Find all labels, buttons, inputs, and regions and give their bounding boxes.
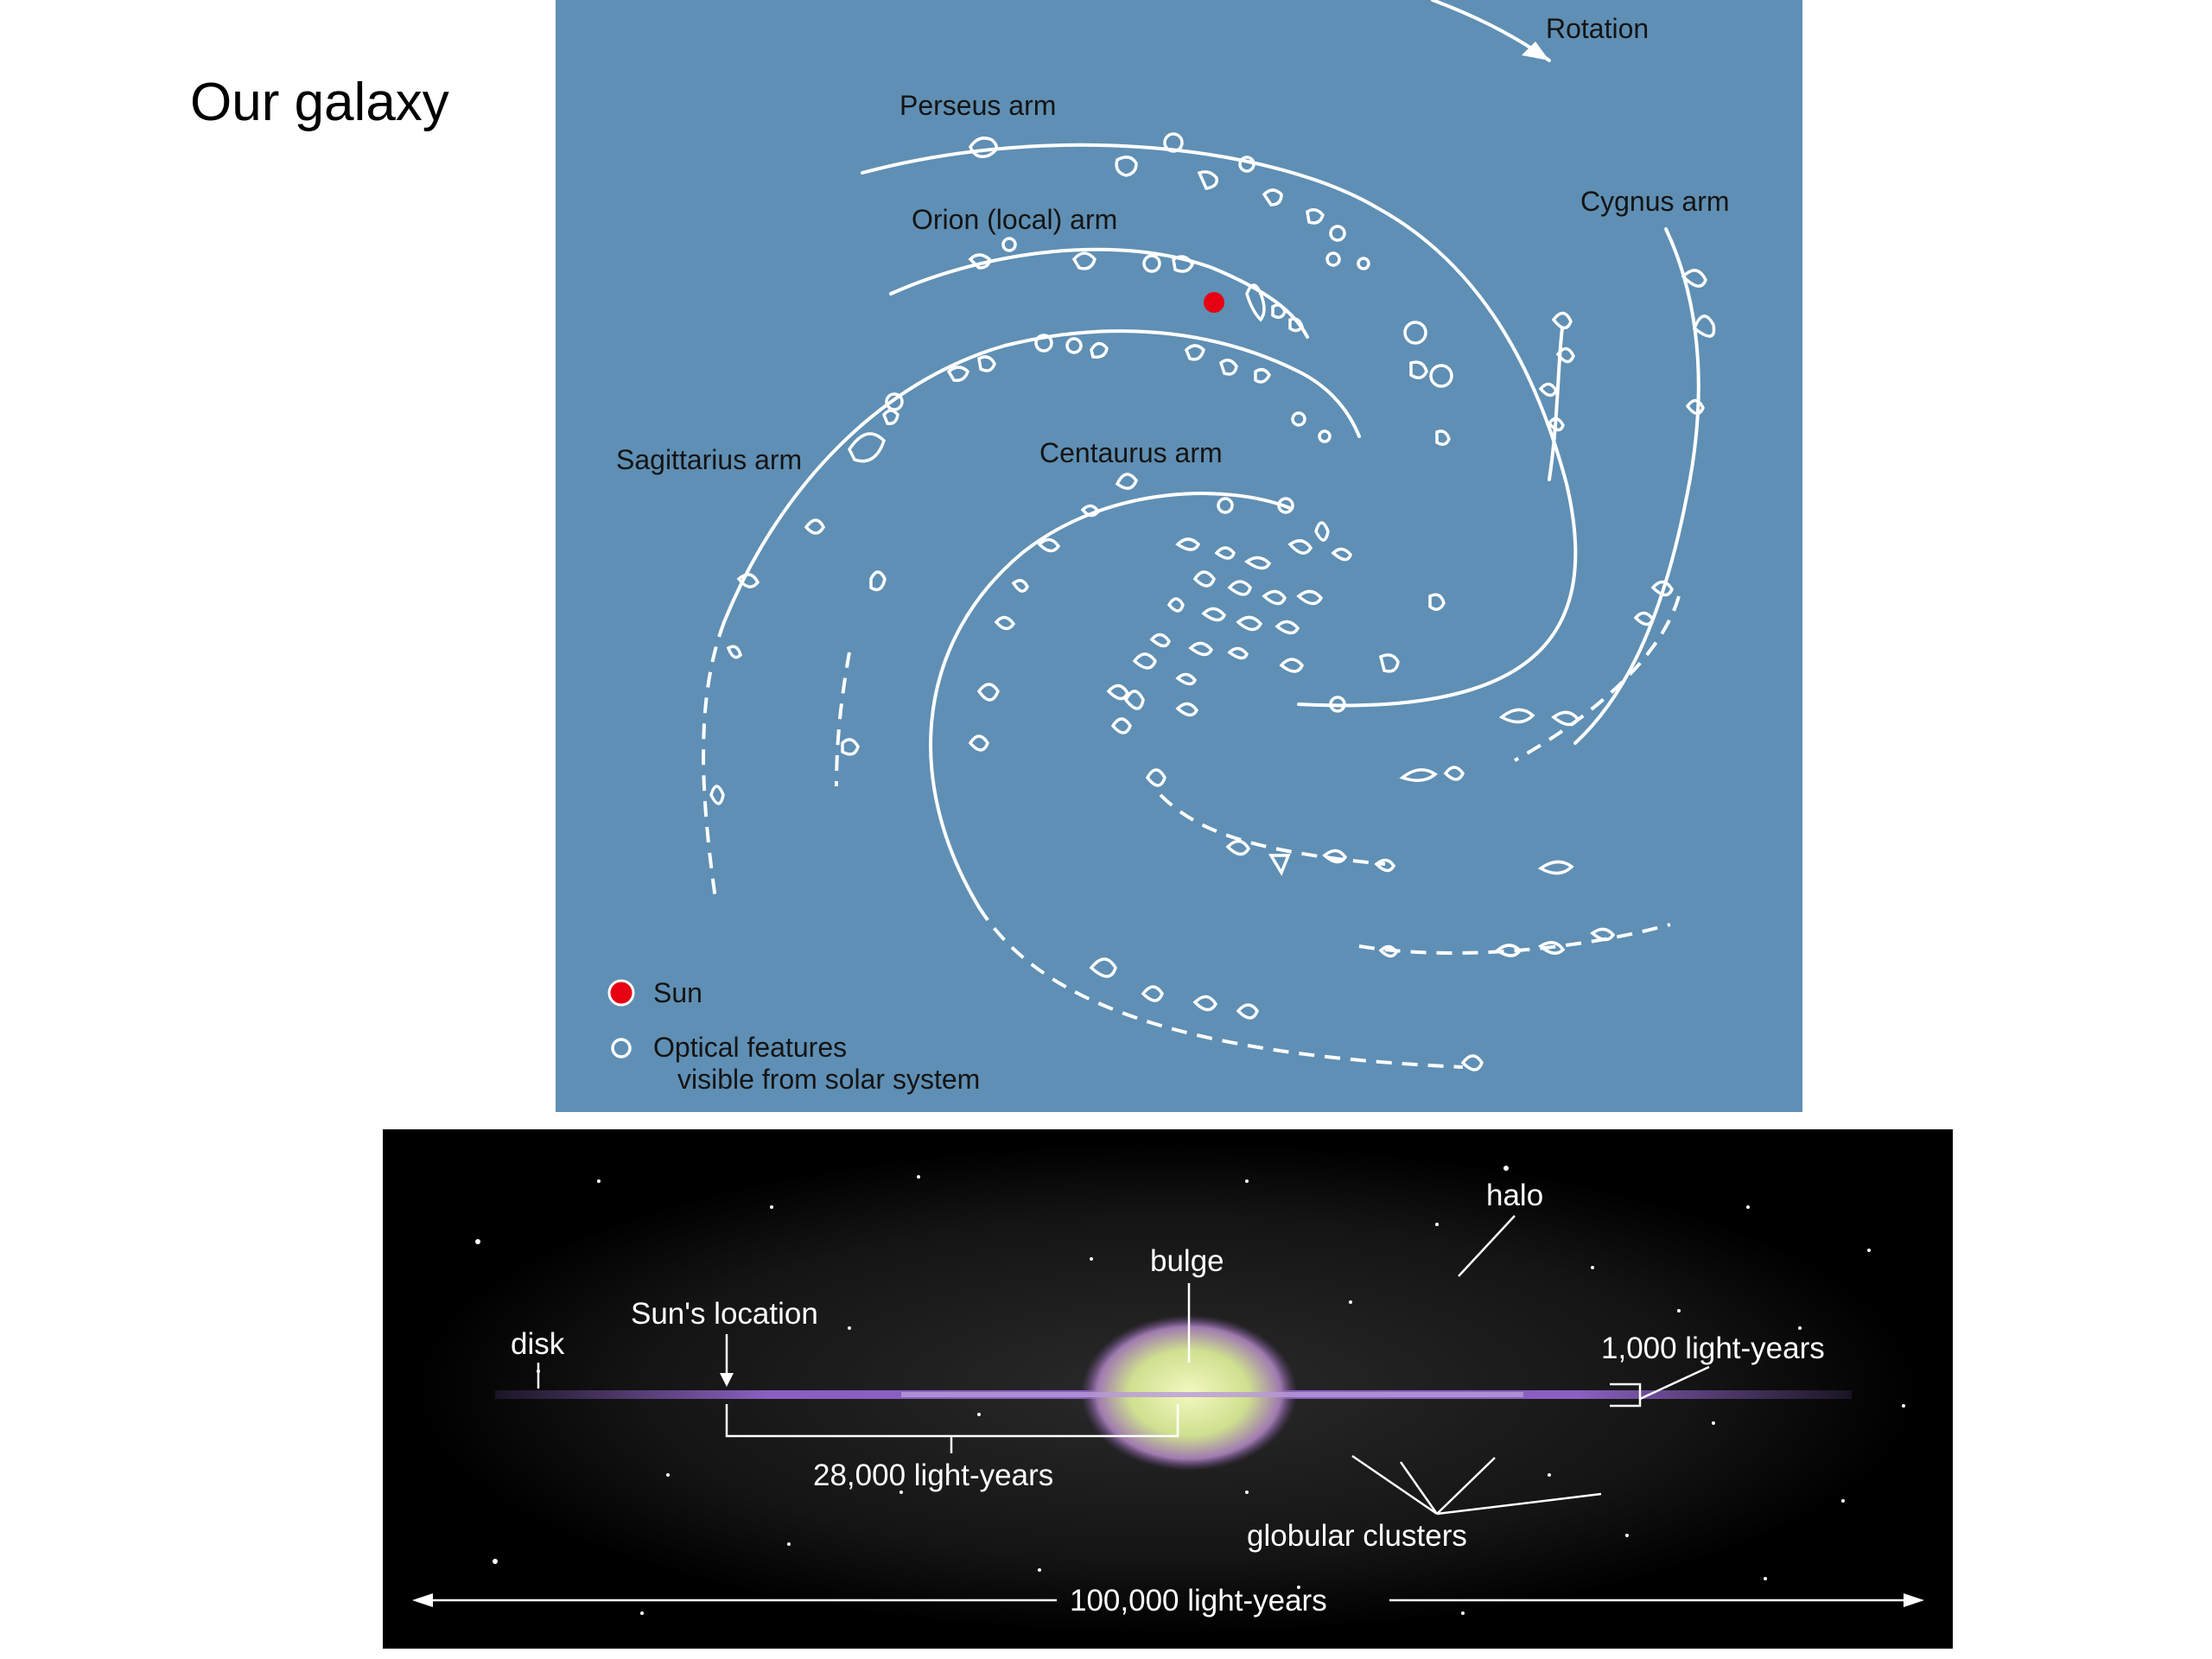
rotation-label: Rotation — [1546, 13, 1649, 44]
diameter-label: 100,000 light-years — [1070, 1584, 1327, 1618]
orion-arm-label: Orion (local) arm — [912, 204, 1117, 235]
legend-sun-label: Sun — [653, 977, 702, 1008]
diameter-arrow — [412, 1593, 1924, 1607]
sagittarius-arm — [702, 329, 1361, 899]
galactic-center-features — [1106, 497, 1352, 734]
globular-cluster-pointers — [1351, 1454, 1602, 1516]
globular-clusters-label: globular clusters — [1247, 1519, 1467, 1553]
galaxy-side-view-diagram: halo bulge Sun's location disk 1,000 lig… — [383, 1129, 1953, 1649]
slide-title: Our galaxy — [190, 73, 449, 132]
rotation-arrow — [1431, 0, 1551, 62]
legend-optical-swatch — [611, 1038, 632, 1058]
top-view-background — [556, 0, 1802, 1112]
centaurus-arm-label: Centaurus arm — [1039, 437, 1223, 468]
cygnus-arm-label: Cygnus arm — [1580, 186, 1730, 217]
sun-distance-label: 28,000 light-years — [813, 1459, 1053, 1492]
sun-marker — [1204, 292, 1224, 313]
bulge-label: bulge — [1150, 1244, 1224, 1278]
disk-label: disk — [511, 1327, 565, 1361]
legend-sun-swatch — [607, 979, 635, 1007]
thickness-label: 1,000 light-years — [1601, 1332, 1825, 1365]
background-stars — [475, 1166, 1905, 1615]
perseus-arm-label: Perseus arm — [899, 90, 1056, 121]
halo-label: halo — [1486, 1179, 1543, 1212]
centaurus-arm — [929, 473, 1681, 1071]
legend-optical-line1: Optical features — [653, 1032, 847, 1063]
top-view-legend: Sun Optical features visible from solar … — [607, 977, 980, 1095]
thickness-pointer — [1639, 1365, 1710, 1401]
perseus-arm — [861, 132, 1578, 713]
cygnus-arm — [1538, 227, 1716, 745]
sagittarius-arm-label: Sagittarius arm — [616, 444, 802, 475]
legend-optical-line2: visible from solar system — [677, 1064, 980, 1095]
galaxy-top-view-diagram: Rotation Perseus arm Orion (local) arm C… — [556, 0, 1802, 1112]
orion-arm — [889, 237, 1309, 339]
thickness-bracket — [1610, 1382, 1642, 1408]
halo-pointer — [1458, 1215, 1516, 1277]
sun-location-label: Sun's location — [631, 1297, 818, 1331]
